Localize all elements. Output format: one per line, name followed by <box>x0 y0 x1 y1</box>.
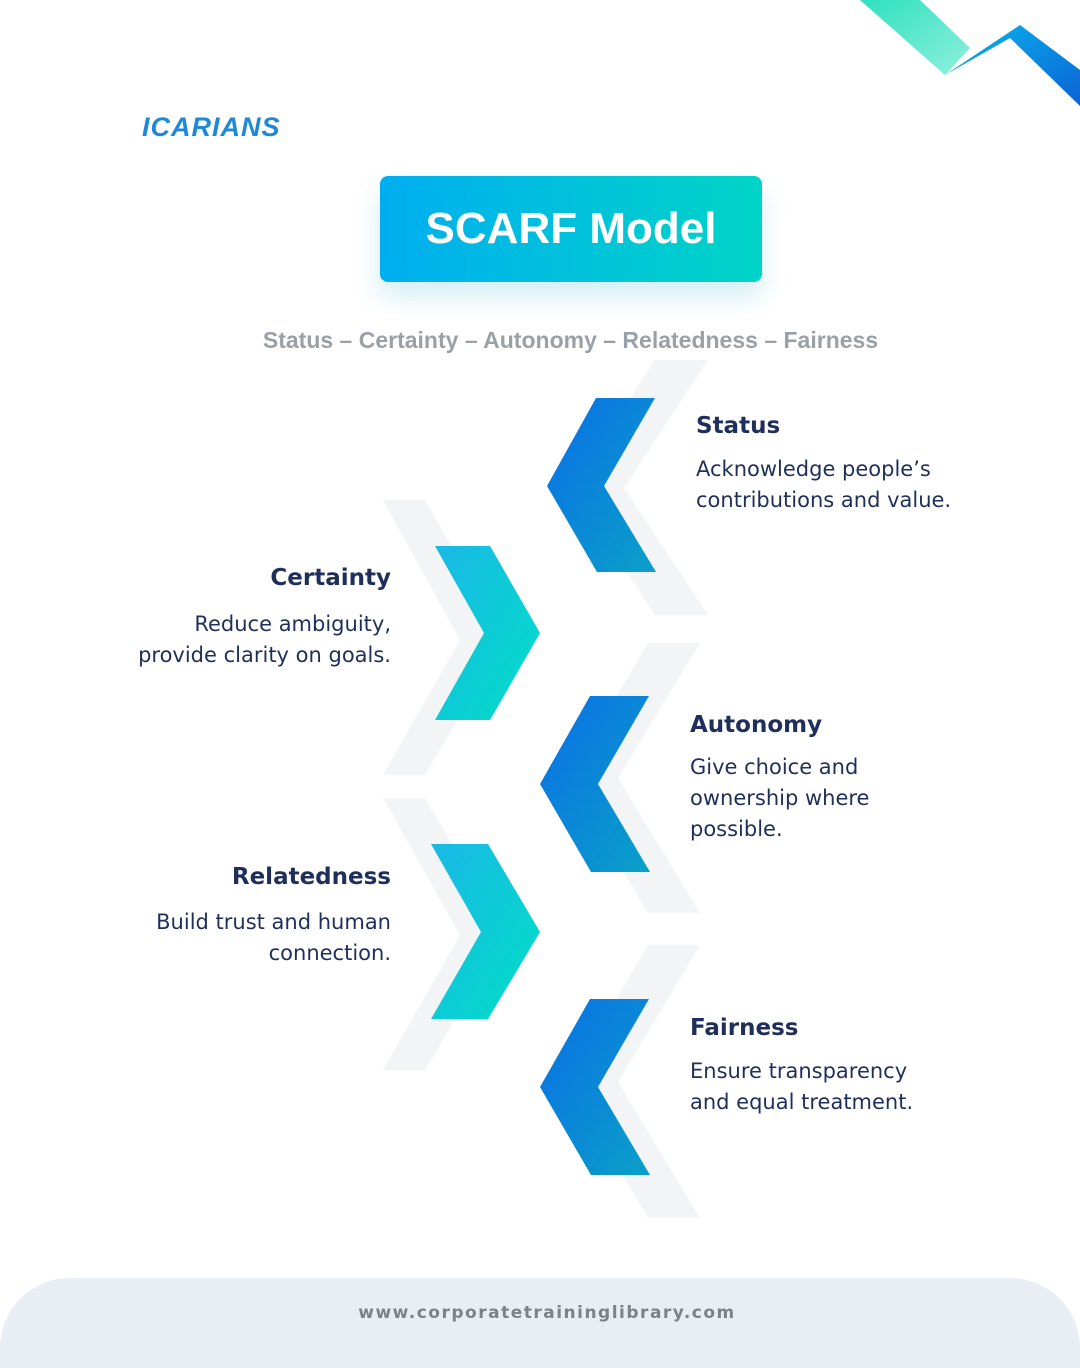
status-description: Acknowledge people’s contributions and v… <box>696 454 951 516</box>
autonomy-desc-line: ownership where <box>690 786 870 810</box>
autonomy-desc-line: possible. <box>690 817 783 841</box>
corner-decoration <box>860 0 1080 106</box>
fairness-desc-line: and equal treatment. <box>690 1090 914 1114</box>
fairness-label: Fairness <box>690 1015 799 1041</box>
fairness-description: Ensure transparency and equal treatment. <box>690 1056 913 1118</box>
brand-logo: ICARIANS <box>142 112 281 142</box>
subtitle: Status – Certainty – Autonomy – Relatedn… <box>262 327 879 353</box>
status-desc-line: contributions and value. <box>696 488 952 512</box>
title-banner: SCARF Model <box>380 176 762 282</box>
relatedness-desc-line: connection. <box>268 941 391 965</box>
autonomy-desc-line: Give choice and <box>690 755 859 779</box>
autonomy-label: Autonomy <box>690 712 823 738</box>
page-title: SCARF Model <box>425 204 717 253</box>
footer-url[interactable]: www.corporatetraininglibrary.com <box>358 1303 736 1323</box>
relatedness-label: Relatedness <box>231 864 391 890</box>
status-desc-line: Acknowledge people’s <box>696 457 931 481</box>
chevron-autonomy <box>540 696 650 872</box>
fairness-desc-line: Ensure transparency <box>690 1059 908 1083</box>
certainty-desc-line: provide clarity on goals. <box>138 643 391 667</box>
autonomy-description: Give choice and ownership where possible… <box>690 752 869 845</box>
certainty-label: Certainty <box>270 565 391 591</box>
certainty-desc-line: Reduce ambiguity, <box>194 612 391 636</box>
certainty-description: Reduce ambiguity, provide clarity on goa… <box>138 609 391 671</box>
chevron-certainty <box>435 546 540 720</box>
chevron-status <box>547 398 656 572</box>
status-label: Status <box>696 413 781 439</box>
chevron-fairness <box>540 999 650 1175</box>
footer-bar <box>0 1278 1080 1368</box>
relatedness-description: Build trust and human connection. <box>156 907 391 969</box>
relatedness-desc-line: Build trust and human <box>156 910 391 934</box>
chevron-relatedness <box>431 844 540 1019</box>
